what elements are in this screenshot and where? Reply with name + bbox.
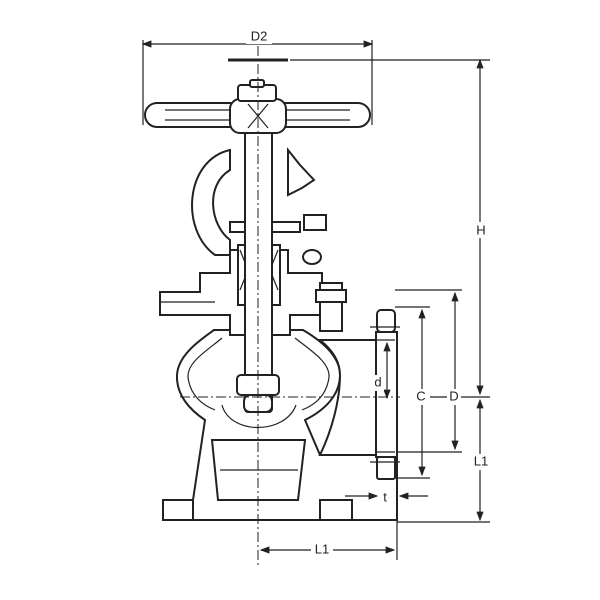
right-foot bbox=[319, 499, 353, 521]
label-d2: D2 bbox=[251, 28, 268, 43]
label-d-bore: d bbox=[374, 374, 381, 389]
gland-bolt bbox=[303, 214, 327, 231]
left-foot bbox=[162, 499, 194, 521]
label-c: C bbox=[416, 388, 425, 403]
label-d-flange: D bbox=[449, 388, 458, 403]
label-l1-side: L1 bbox=[474, 453, 488, 468]
valve-body bbox=[162, 309, 400, 521]
label-h: H bbox=[476, 222, 485, 237]
label-t: t bbox=[383, 489, 387, 504]
label-l1-bottom: L1 bbox=[315, 541, 329, 556]
